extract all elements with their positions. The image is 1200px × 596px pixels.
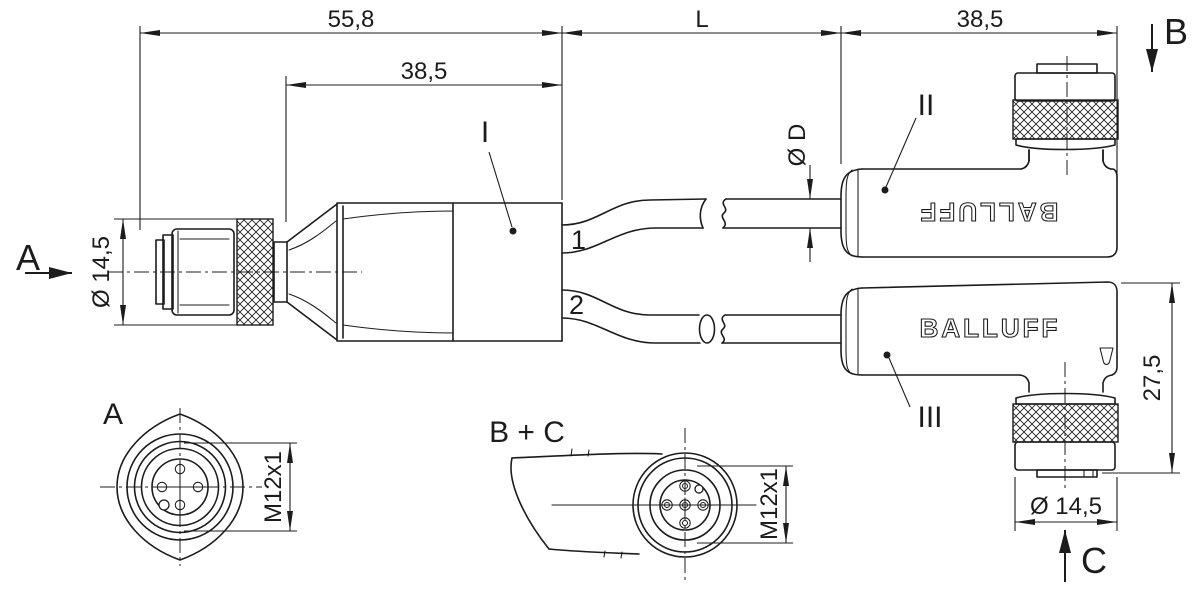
connector-body-outline — [511, 452, 663, 459]
dim-connector-length: 38,5 — [957, 6, 1004, 33]
pin — [192, 481, 204, 493]
socket-hole — [661, 499, 673, 511]
socket-top — [1014, 72, 1116, 102]
view-a: A M12x1 — [100, 398, 297, 566]
socket-hole — [697, 499, 709, 511]
view-bc-title: B + C — [489, 416, 565, 449]
cable-2: 2 — [561, 289, 842, 344]
connector-tip-step — [155, 239, 165, 305]
callout-iii-leader — [888, 357, 911, 408]
left-diameter-dimension: Ø 14,5 — [88, 218, 240, 326]
socket-collar — [1015, 392, 1116, 405]
callout-i-label: I — [481, 116, 489, 149]
callout-i-leader — [488, 151, 513, 228]
collar — [273, 241, 288, 303]
dim-cable-diameter: Ø D — [784, 124, 811, 167]
callout-ii-label: II — [918, 89, 935, 122]
cable-1: 1 — [561, 198, 842, 255]
cable-1-label: 1 — [571, 225, 586, 255]
view-arrow-a-label: A — [16, 237, 40, 278]
keyway-notch-icon — [694, 484, 704, 494]
connector-body — [840, 168, 863, 258]
connector-face-outline — [116, 413, 244, 561]
top-dimensions: 55,8 38,5 L 38,5 — [139, 6, 1118, 230]
dim-right-diameter: Ø 14,5 — [1030, 493, 1102, 520]
pin — [174, 499, 186, 511]
socket-cap — [1036, 469, 1098, 478]
view-a-title: A — [103, 398, 123, 431]
cable-break-icon — [698, 314, 716, 344]
cable-break-icon — [720, 314, 726, 344]
right-diameter-dimension: Ø 14,5 — [1014, 477, 1118, 531]
connector-face-outline — [632, 452, 738, 558]
view-direction-c: C — [1059, 530, 1107, 582]
dim-left-diameter: Ø 14,5 — [88, 236, 115, 308]
brand-logo-upper: BALLUFF — [918, 197, 1059, 227]
dim-thread-view-bc: M12x1 — [756, 468, 783, 540]
socket-hole — [679, 517, 691, 529]
dim-body-length: 38,5 — [401, 58, 448, 85]
dim-thread-view-a: M12x1 — [260, 451, 287, 523]
knurled-nut — [236, 218, 274, 326]
keyway-notch-icon — [1099, 347, 1114, 366]
dim-cable-length: L — [695, 6, 708, 33]
knurled-nut — [1012, 99, 1119, 140]
callout-ii-leader — [885, 117, 917, 188]
threaded-barrel — [171, 228, 235, 316]
connector-lower: BALLUFF III — [840, 281, 1119, 492]
connector-height-dimension: 27,5 — [1102, 282, 1180, 474]
connector-body — [840, 287, 863, 376]
pin — [156, 481, 168, 493]
view-bc: B + C M12x1 — [489, 416, 793, 580]
dim-total-length: 55,8 — [328, 6, 375, 33]
socket-collar — [1015, 138, 1116, 151]
view-direction-b: B — [1146, 11, 1188, 72]
connector-upper: BALLUFF II — [840, 56, 1119, 258]
cable-break-icon — [721, 198, 727, 229]
view-arrow-b-label: B — [1164, 11, 1188, 52]
brand-logo-lower: BALLUFF — [920, 313, 1061, 343]
pin — [174, 463, 186, 475]
socket-hole — [679, 480, 691, 492]
dim-connector-height: 27,5 — [1139, 355, 1166, 402]
boot-cone — [286, 203, 338, 243]
male-connector-side-view — [108, 202, 563, 342]
view-arrow-c-label: C — [1081, 540, 1107, 581]
keyway-notch-icon — [158, 499, 170, 511]
cable-diameter-dimension: Ø D — [784, 124, 813, 262]
view-direction-a: A — [16, 237, 72, 279]
cable-break-icon — [699, 198, 707, 229]
callout-iii-label: III — [917, 401, 942, 434]
cable-2-label: 2 — [569, 290, 584, 320]
connector-tip — [162, 234, 174, 310]
callout-i: I — [481, 116, 517, 235]
